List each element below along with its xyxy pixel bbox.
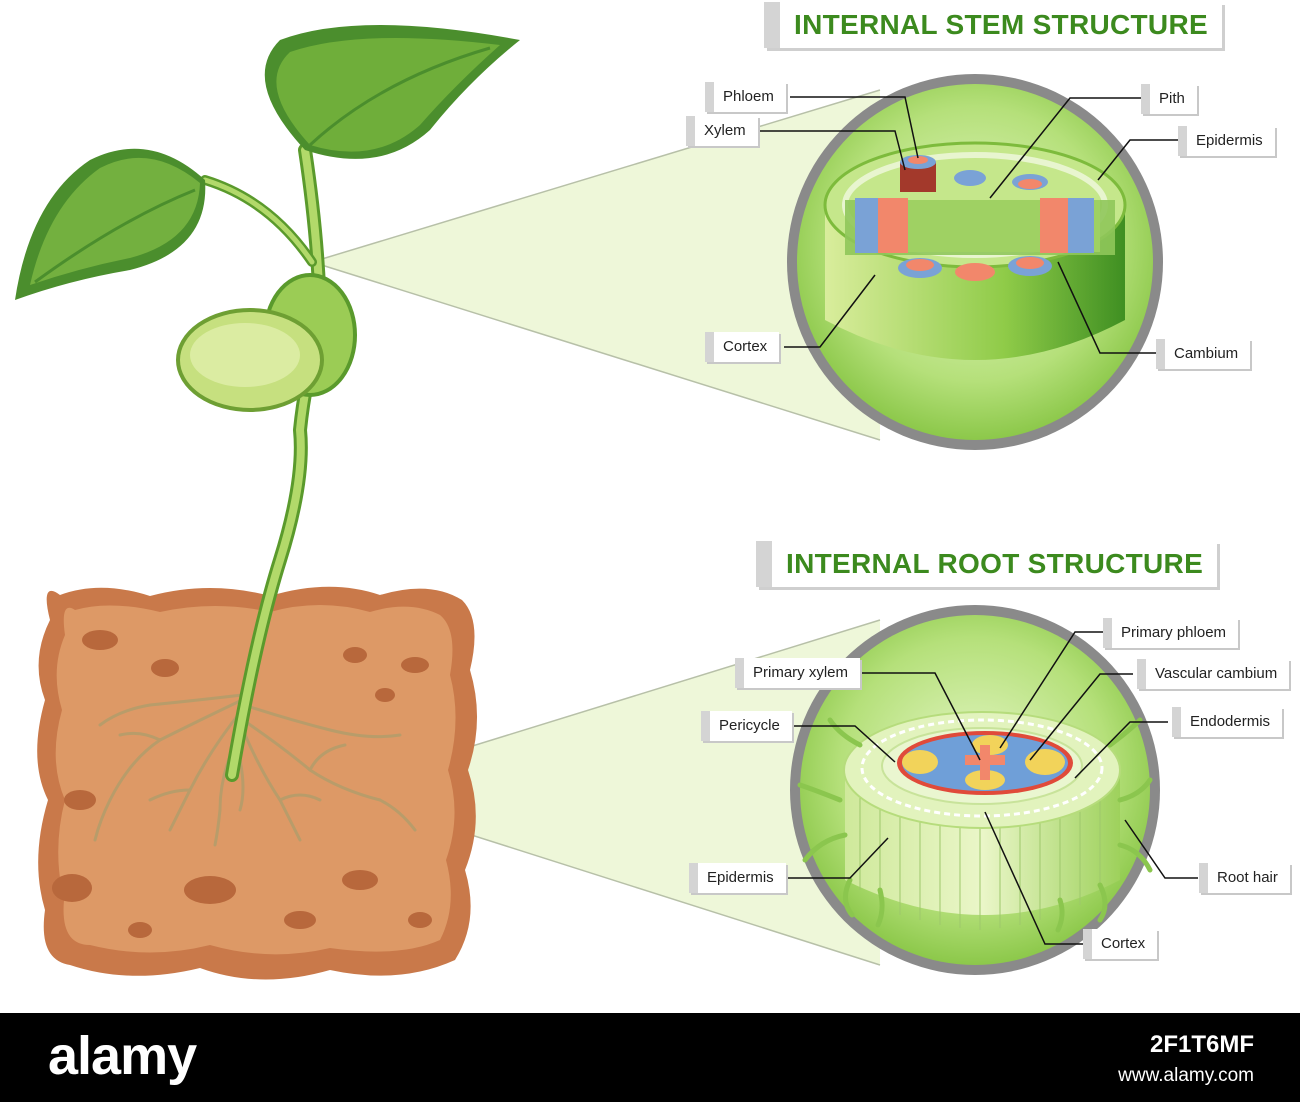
root-label-primary-xylem: Primary xylem [735, 658, 861, 688]
stem-label-phloem: Phloem [705, 82, 786, 112]
watermark-image-id: 2F1T6MF [1149, 1031, 1254, 1058]
root-label-vascular-cambium: Vascular cambium [1137, 659, 1290, 689]
left-leaf [15, 148, 206, 300]
root-label-primary-phloem: Primary phloem [1103, 618, 1239, 648]
cotyledons [176, 273, 357, 412]
watermark-footer: alamy 2F1T6MF www.alamy.com [0, 1013, 1300, 1102]
stem-label-epidermis: Epidermis [1178, 126, 1275, 156]
stem-lens [760, 74, 1178, 450]
illustration [15, 25, 1198, 980]
root-label-cortex: Cortex [1083, 929, 1158, 959]
watermark-site: www.alamy.com [1118, 1065, 1254, 1086]
watermark-brand: alamy [48, 1026, 197, 1086]
root-label-endodermis: Endodermis [1172, 707, 1283, 737]
root-lens [784, 605, 1198, 975]
stem-label-pith: Pith [1141, 84, 1197, 114]
stem-label-cambium: Cambium [1156, 339, 1251, 369]
top-leaf [264, 25, 520, 159]
soil-block [37, 586, 478, 980]
root-title: INTERNAL ROOT STRUCTURE [756, 541, 1218, 587]
root-label-root-hair: Root hair [1199, 863, 1290, 893]
root-label-pericycle: Pericycle [701, 711, 792, 741]
stem-label-cortex: Cortex [705, 332, 780, 362]
root-label-epidermis: Epidermis [689, 863, 786, 893]
stem-label-xylem: Xylem [686, 116, 758, 146]
stem-title: INTERNAL STEM STRUCTURE [764, 2, 1222, 48]
